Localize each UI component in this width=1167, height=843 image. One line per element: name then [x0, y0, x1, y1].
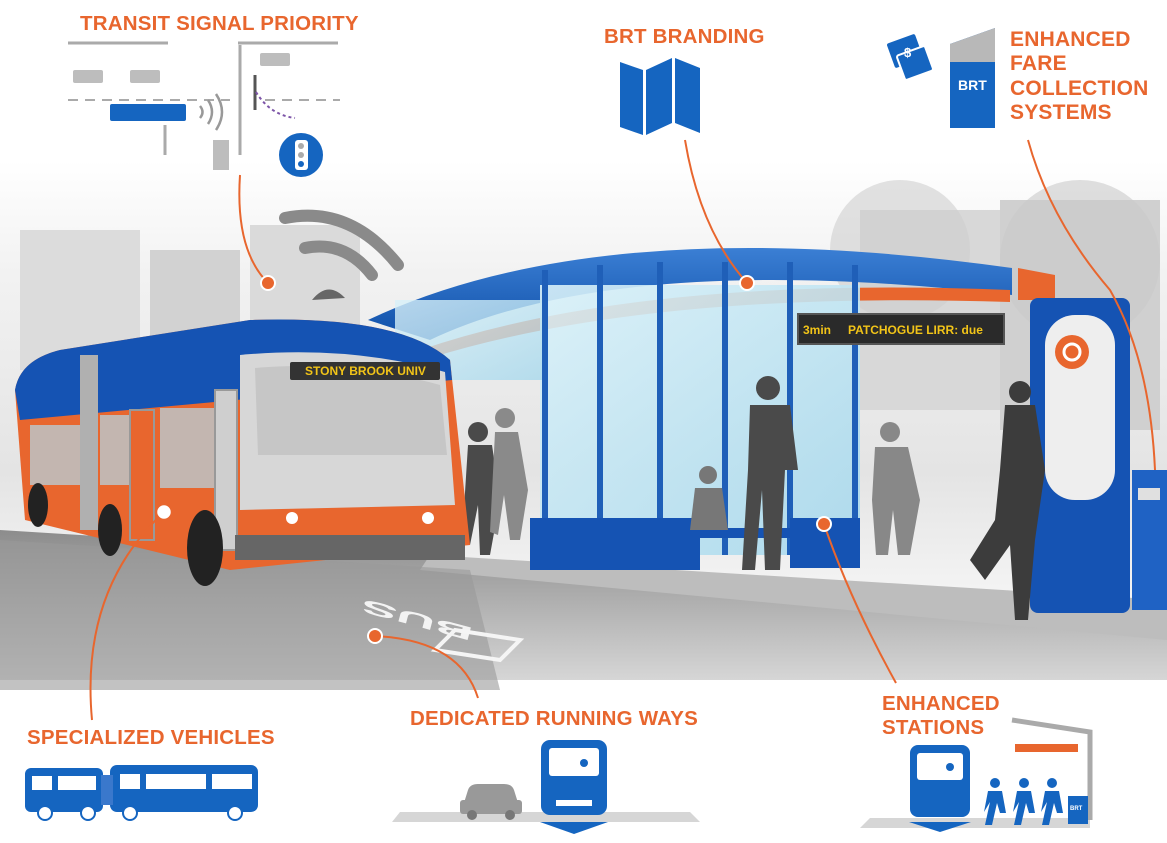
label-enhanced-fare-collection: ENHANCED FARE COLLECTION SYSTEMS: [1010, 28, 1149, 125]
station-shelter: [368, 247, 1012, 570]
arrival-sign: 3min PATCHOGUE LIRR: due: [797, 313, 1005, 345]
fare-kiosk: [1018, 268, 1167, 613]
label-dedicated-running-ways: DEDICATED RUNNING WAYS: [410, 707, 699, 730]
label-transit-signal-priority: TRANSIT SIGNAL PRIORITY: [80, 12, 359, 35]
articulated-bus: STONY BROOK UNIV: [15, 319, 470, 586]
label-specialized-vehicles: SPECIALIZED VEHICLES: [27, 726, 275, 749]
vehicle-callout-dot: [154, 502, 174, 522]
arrival-sign-time: 3min: [803, 323, 831, 337]
fare-kiosk-label: BRT: [958, 77, 987, 93]
enhanced-stations-icon: BRT: [860, 717, 1093, 832]
dedicated-running-ways-icon: [392, 740, 700, 834]
passenger-silhouettes: [462, 376, 1045, 620]
ticket-symbol: $: [904, 45, 912, 60]
transit-signal-priority-icon: [68, 41, 340, 177]
fare-collection-icon: $ BRT: [887, 28, 995, 128]
wireless-signal-icon: [279, 209, 404, 281]
callout-dots: [260, 275, 832, 644]
brt-branding-map-icon: [620, 58, 700, 135]
lane-diamond: [430, 627, 525, 663]
callout-leader-lines: [89, 139, 1156, 721]
station-icon-label: BRT: [1070, 806, 1083, 812]
label-brt-branding: BRT BRANDING: [604, 25, 765, 48]
label-enhanced-stations: ENHANCED STATIONS: [882, 692, 1000, 739]
road: [0, 530, 1167, 690]
specialized-vehicles-icon: [25, 765, 258, 821]
bus-destination-sign: STONY BROOK UNIV: [305, 364, 426, 378]
arrival-sign-text: PATCHOGUE LIRR: due: [848, 323, 983, 337]
